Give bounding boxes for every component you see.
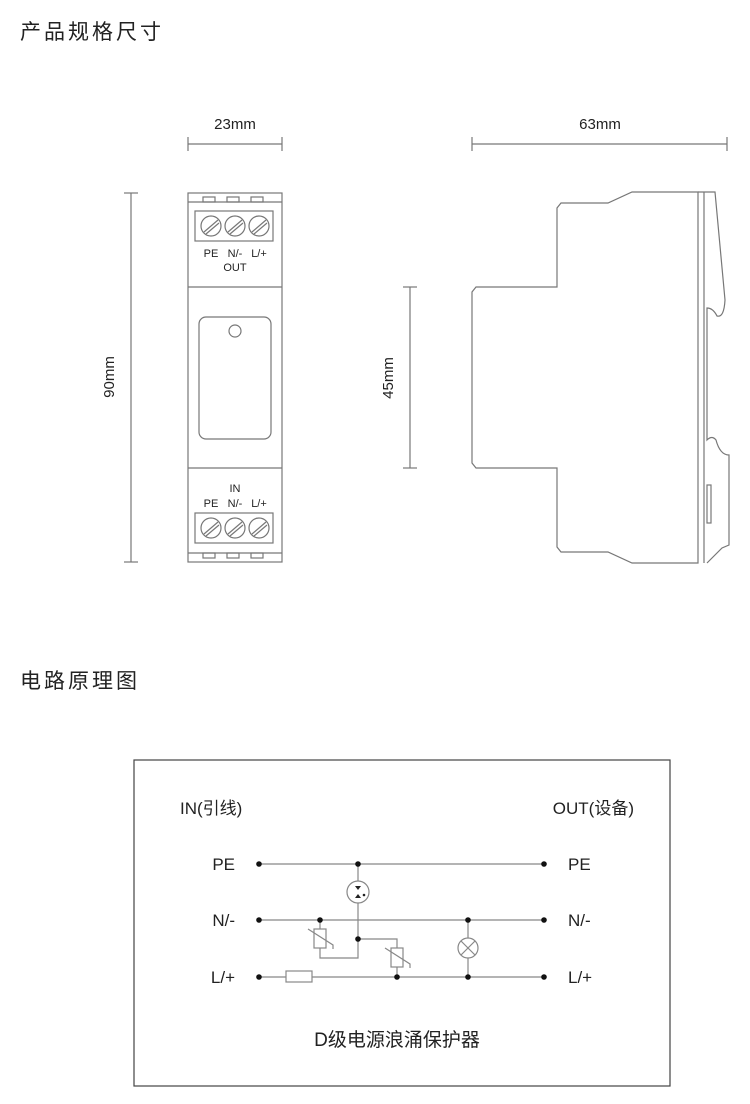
- circuit-l-in: L/+: [211, 968, 235, 987]
- dim-front-width: 23mm: [187, 116, 283, 151]
- terminal-l-in: L/+: [251, 498, 267, 510]
- circuit-n-out: N/-: [568, 911, 591, 930]
- circuit-title: D级电源浪涌保护器: [314, 1029, 480, 1051]
- terminal-l-out: L/+: [251, 248, 267, 260]
- circuit-schematic: [256, 861, 547, 983]
- varistor-icon: [307, 928, 334, 949]
- varistor-icon: [384, 947, 411, 968]
- side-view: [471, 191, 730, 564]
- dim-height: 90mm: [101, 192, 138, 563]
- dim-label: 23mm: [214, 116, 256, 133]
- fuse-icon: [285, 970, 313, 983]
- terminal-pe-in: PE: [204, 498, 219, 510]
- circuit-out-label: OUT(设备): [553, 799, 634, 818]
- terminal-pe-out: PE: [204, 248, 219, 260]
- junction-dots: [256, 861, 547, 980]
- circuit-pe-in: PE: [212, 855, 235, 874]
- dim-rail-height: 45mm: [380, 286, 417, 469]
- dim-label: 90mm: [101, 356, 118, 398]
- terminal-in-label: IN: [230, 483, 241, 495]
- front-view: PE N/- L/+ OUT IN PE N/- L/+: [187, 192, 283, 563]
- circuit-n-in: N/-: [212, 911, 235, 930]
- dim-label: 63mm: [579, 116, 621, 133]
- dim-label: 45mm: [380, 357, 397, 399]
- terminal-n-out: N/-: [228, 248, 243, 260]
- heading-dimensions: 产品规格尺寸: [20, 21, 164, 44]
- gas-discharge-tube-icon: [346, 880, 370, 904]
- terminal-out-label: OUT: [223, 262, 247, 274]
- circuit-in-label: IN(引线): [180, 799, 242, 818]
- circuit-frame: [133, 759, 671, 1087]
- circuit-pe-out: PE: [568, 855, 591, 874]
- circuit-l-out: L/+: [568, 968, 592, 987]
- dim-side-depth: 63mm: [471, 116, 728, 151]
- lamp-icon: [457, 937, 479, 959]
- terminal-n-in: N/-: [228, 498, 243, 510]
- heading-circuit: 电路原理图: [20, 670, 140, 693]
